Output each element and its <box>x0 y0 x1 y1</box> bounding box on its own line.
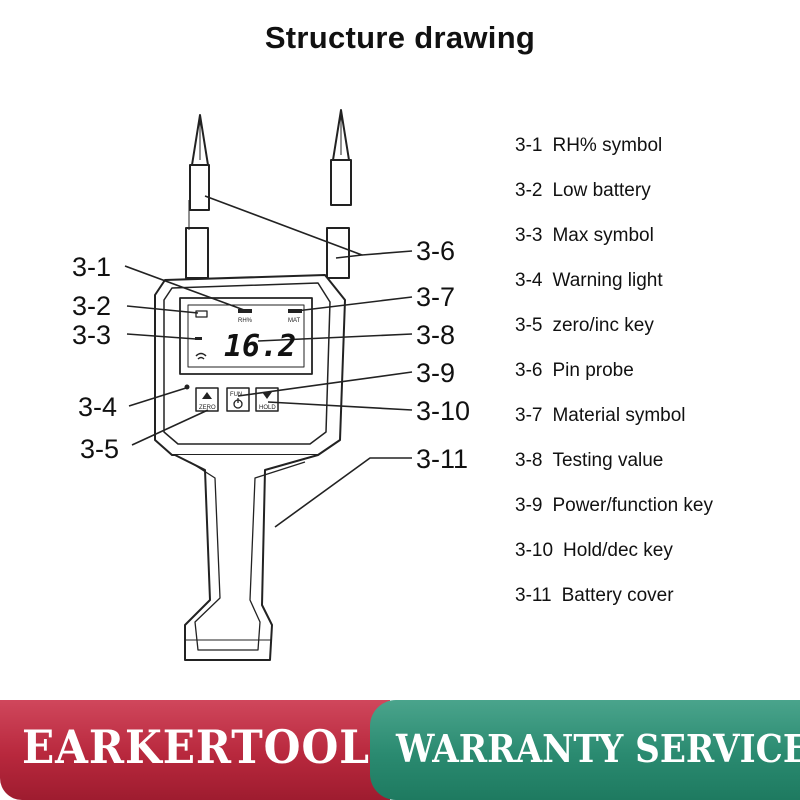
callout-3-8: 3-8 <box>416 320 455 350</box>
legend-label: Low battery <box>552 180 651 201</box>
legend-code: 3-4 <box>515 270 543 291</box>
legend-label: Pin probe <box>552 360 634 381</box>
callout-3-6: 3-6 <box>416 236 455 266</box>
legend-label: Power/function key <box>552 495 713 516</box>
callout-3-5: 3-5 <box>80 434 119 464</box>
legend-code: 3-1 <box>515 135 543 156</box>
legend-code: 3-8 <box>515 450 543 471</box>
legend-item: 3-3 Max symbol <box>515 225 654 249</box>
footer-banner: EARKERTOOL WARRANTY SERVICE <box>0 688 800 800</box>
brand-name: EARKERTOOL <box>22 720 370 774</box>
legend-item: 3-9 Power/function key <box>515 495 713 519</box>
page-title: Structure drawing <box>264 20 536 55</box>
callout-3-10: 3-10 <box>416 396 470 426</box>
callout-3-9: 3-9 <box>416 358 455 388</box>
legend-label: Battery cover <box>561 585 674 606</box>
callout-3-4: 3-4 <box>78 392 117 422</box>
hold-button-label: HOLD <box>259 405 276 411</box>
right-pin-probe <box>326 109 352 279</box>
low-battery-icon <box>195 310 208 318</box>
legend-label: Warning light <box>552 270 663 291</box>
legend-code: 3-5 <box>515 315 543 336</box>
legend-item: 3-11 Battery cover <box>515 585 674 609</box>
brand-banner: EARKERTOOL <box>0 700 390 800</box>
callout-3-11: 3-11 <box>416 444 468 474</box>
legend-code: 3-3 <box>515 225 543 246</box>
legend-code: 3-9 <box>515 495 543 516</box>
legend-item: 3-4 Warning light <box>515 270 663 294</box>
left-pin-probe <box>185 114 210 279</box>
legend-label: Max symbol <box>552 225 654 246</box>
svg-text:RH%: RH% <box>238 318 253 324</box>
callout-3-7: 3-7 <box>416 282 455 312</box>
warranty-banner[interactable]: WARRANTY SERVICE <box>370 700 800 800</box>
legend-label: zero/inc key <box>552 315 654 336</box>
legend-code: 3-10 <box>515 540 554 561</box>
zero-button-label: ZERO <box>199 405 216 411</box>
legend-item: 3-8 Testing value <box>515 450 663 474</box>
legend-item: 3-5 zero/inc key <box>515 315 654 339</box>
legend-item: 3-6 Pin probe <box>515 360 634 384</box>
legend-label: Material symbol <box>552 405 686 426</box>
callout-3-1: 3-1 <box>72 252 111 282</box>
legend-code: 3-7 <box>515 405 543 426</box>
legend-item: 3-7 Material symbol <box>515 405 686 429</box>
testing-value: 16.2 <box>224 329 296 364</box>
legend-item: 3-10 Hold/dec key <box>515 540 673 564</box>
legend-code: 3-11 <box>515 585 552 606</box>
callout-3-3: 3-3 <box>72 320 111 350</box>
legend-label: RH% symbol <box>552 135 663 156</box>
legend-code: 3-2 <box>515 180 543 201</box>
legend-label: Testing value <box>552 450 664 471</box>
legend-code: 3-6 <box>515 360 543 381</box>
legend-item: 3-2 Low battery <box>515 180 651 204</box>
warning-wifi-icon <box>195 352 207 357</box>
fun-button-label: FUN <box>230 392 242 398</box>
warranty-service-label: WARRANTY SERVICE <box>396 726 800 771</box>
legend-label: Hold/dec key <box>563 540 673 561</box>
device-handle <box>174 454 319 661</box>
callout-3-2: 3-2 <box>72 291 111 321</box>
device-diagram: RH% MAT 16.2 ZERO FUN HOLD 3-1 3-2 3-3 3… <box>72 109 470 661</box>
legend-item: 3-1 RH% symbol <box>515 135 662 159</box>
svg-text:MAT: MAT <box>288 318 301 324</box>
